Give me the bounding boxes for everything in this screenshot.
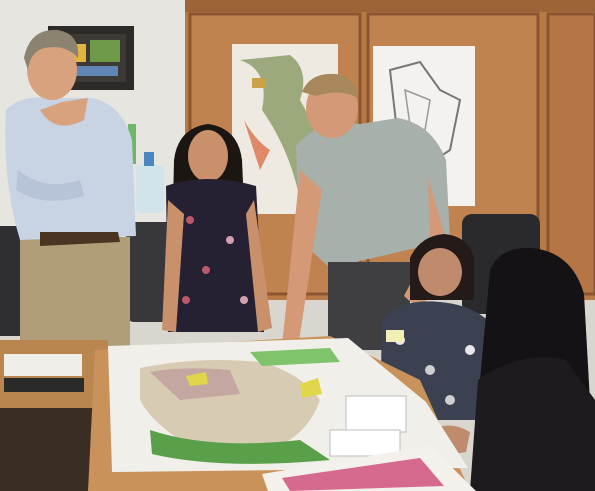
water-bottle	[136, 152, 164, 213]
person-right-woman	[432, 247, 595, 491]
person-middle-woman	[162, 124, 272, 332]
chair-left	[126, 222, 174, 322]
conference-table	[88, 336, 476, 491]
side-table	[0, 340, 108, 491]
